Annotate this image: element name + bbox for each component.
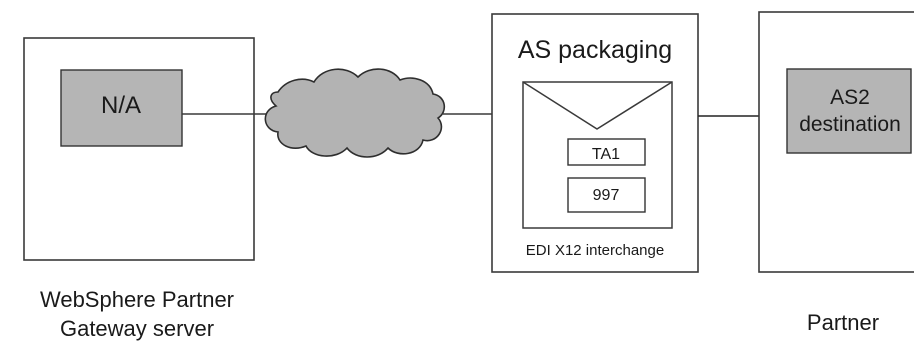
ta1-label: TA1	[592, 146, 620, 163]
na-label: N/A	[101, 92, 141, 119]
as2-destination-box	[786, 68, 912, 154]
partner-caption: Partner	[807, 310, 879, 335]
as-packaging-title: AS packaging	[518, 36, 672, 64]
gateway-caption-line1: WebSphere Partner	[40, 287, 234, 312]
997-label: 997	[593, 187, 620, 204]
edi-x12-interchange-label: EDI X12 interchange	[526, 242, 664, 259]
gateway-caption-line2: Gateway server	[60, 316, 214, 341]
as2-destination-line2: destination	[799, 113, 901, 136]
envelope-flap	[522, 81, 673, 130]
network-cloud	[264, 68, 446, 158]
na-box	[60, 69, 183, 147]
as2-destination-line1: AS2	[830, 86, 870, 109]
997-doc-box	[567, 177, 646, 213]
ta1-doc-box	[567, 138, 646, 166]
